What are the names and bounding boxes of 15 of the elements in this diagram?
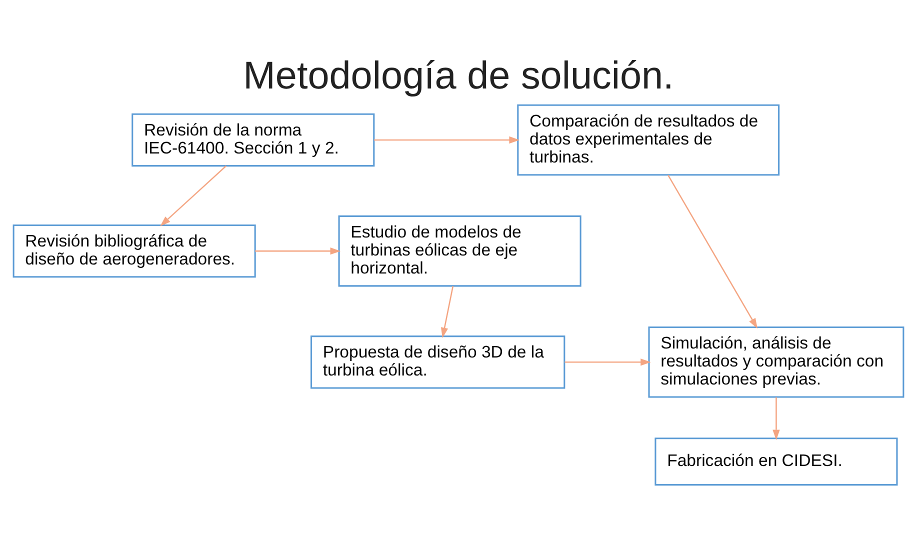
arrow [772, 397, 780, 440]
node-box: Fabricación en CIDESI. [654, 438, 898, 486]
diagram-title: Metodología de solución. [243, 54, 674, 98]
arrow [255, 247, 341, 255]
arrow [160, 165, 227, 226]
arrow [668, 174, 758, 329]
node-box: Propuesta de diseño 3D de la turbina eólica. [310, 336, 566, 389]
arrow [564, 358, 651, 366]
node-box: Comparación de resultados de datos experimentales de turbinas. [517, 104, 780, 176]
arrow [374, 136, 520, 144]
node-box: Revisión bibliográfica de diseño de aerogeneradores. [12, 224, 256, 278]
node-box: Revisión de la norma IEC-61400. Sección 1 y 2. [132, 113, 375, 167]
node-box: Estudio de modelos de turbinas eólicas de eje horizontal. [338, 215, 582, 287]
arrow [440, 286, 454, 338]
node-box: Simulación, análisis de resultados y comparación con simulaciones previas. [648, 326, 904, 398]
